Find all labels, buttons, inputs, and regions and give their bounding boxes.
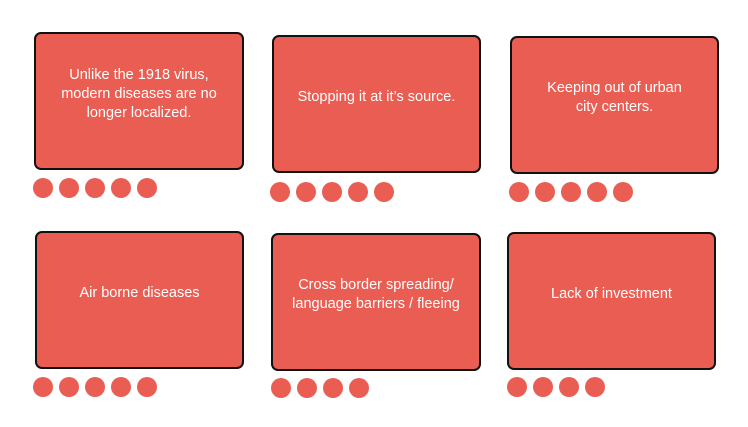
vote-dot	[137, 178, 157, 198]
vote-dot	[323, 378, 343, 398]
vote-dots-3	[509, 182, 633, 202]
vote-dot	[85, 178, 105, 198]
vote-dot	[297, 378, 317, 398]
vote-dot	[585, 377, 605, 397]
card-text-3: Keeping out of urban city centers.	[547, 80, 682, 115]
vote-dot	[111, 178, 131, 198]
vote-dot	[33, 377, 53, 397]
sticky-card-6[interactable]: Lack of investment	[507, 232, 716, 370]
sticky-card-1[interactable]: Unlike the 1918 virus, modern diseases a…	[34, 32, 244, 170]
card-text-6: Lack of investment	[551, 285, 672, 302]
sticky-card-2[interactable]: Stopping it at it’s source.	[272, 35, 481, 173]
card-text-5: Cross border spreading/ language barrier…	[292, 277, 460, 312]
vote-dots-2	[270, 182, 394, 202]
vote-dots-5	[271, 378, 369, 398]
vote-dots-6	[507, 377, 605, 397]
vote-dot	[270, 182, 290, 202]
vote-dot	[535, 182, 555, 202]
card-text-1: Unlike the 1918 virus, modern diseases a…	[61, 66, 217, 121]
vote-dot	[559, 377, 579, 397]
vote-dots-4	[33, 377, 157, 397]
vote-dot	[59, 377, 79, 397]
vote-dot	[349, 378, 369, 398]
card-text-2: Stopping it at it’s source.	[297, 88, 456, 105]
vote-dot	[587, 182, 607, 202]
card-text-4: Air borne diseases	[79, 284, 200, 301]
vote-dot	[271, 378, 291, 398]
vote-dot	[533, 377, 553, 397]
vote-dots-1	[33, 178, 157, 198]
vote-dot	[507, 377, 527, 397]
sticky-card-4[interactable]: Air borne diseases	[35, 231, 244, 369]
vote-dot	[509, 182, 529, 202]
vote-dot	[374, 182, 394, 202]
sticky-card-3[interactable]: Keeping out of urban city centers.	[510, 36, 719, 174]
vote-dot	[348, 182, 368, 202]
vote-dot	[137, 377, 157, 397]
vote-dot	[59, 178, 79, 198]
vote-dot	[322, 182, 342, 202]
vote-dot	[111, 377, 131, 397]
vote-dot	[296, 182, 316, 202]
vote-dot	[561, 182, 581, 202]
vote-dot	[85, 377, 105, 397]
sticky-card-5[interactable]: Cross border spreading/ language barrier…	[271, 233, 481, 371]
vote-dot	[613, 182, 633, 202]
vote-dot	[33, 178, 53, 198]
